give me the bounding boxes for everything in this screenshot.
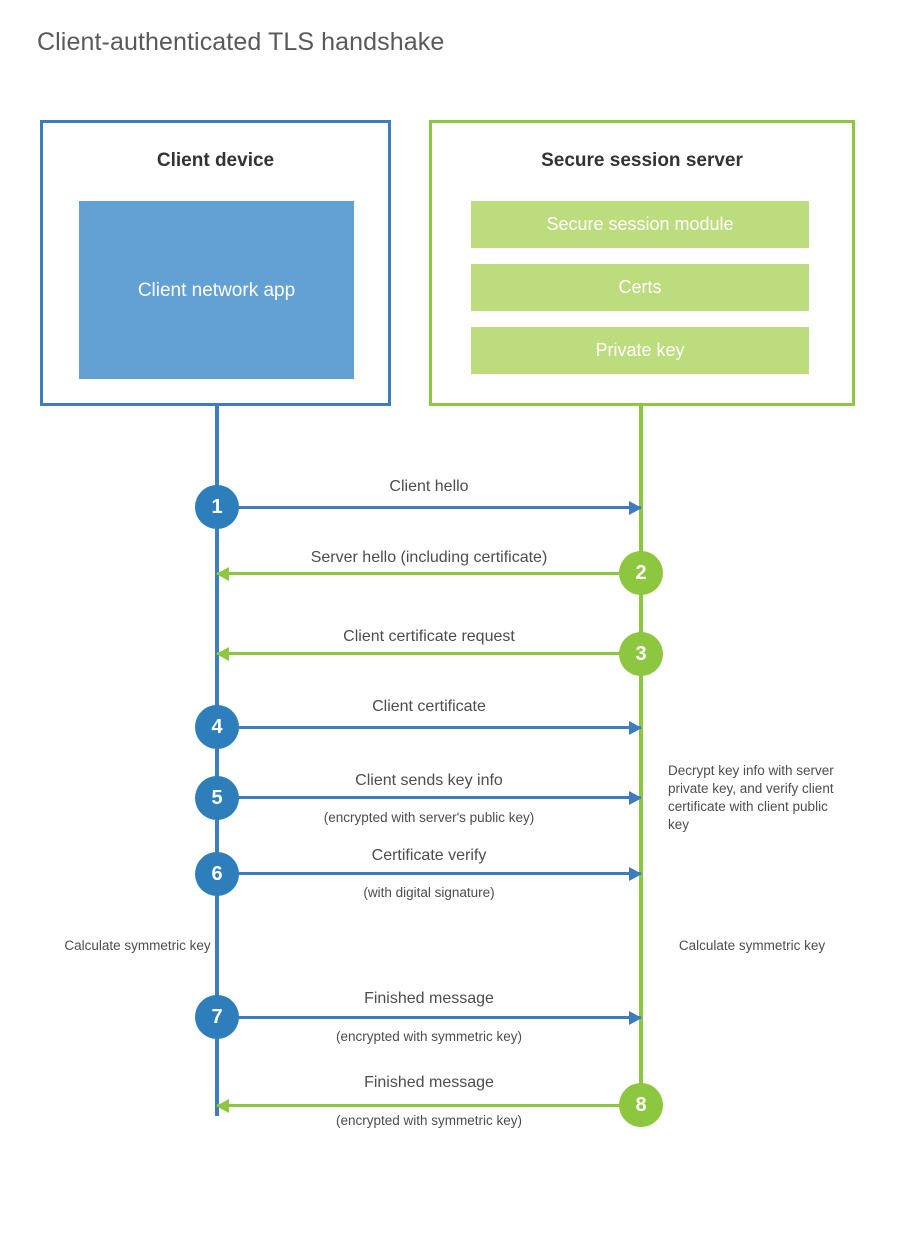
server-calculate-symmetric-key-note: Calculate symmetric key bbox=[678, 938, 826, 953]
server-component-certs: Certs bbox=[471, 264, 809, 311]
server-component-private-key: Private key bbox=[471, 327, 809, 374]
step-7-label: Finished message bbox=[364, 990, 494, 1007]
step-5-arrow bbox=[217, 790, 642, 805]
step-3-label: Client certificate request bbox=[343, 628, 515, 645]
step-1-circle: 1 bbox=[195, 485, 239, 529]
step-2-label: Server hello (including certificate) bbox=[310, 549, 548, 566]
step-6-circle: 6 bbox=[195, 852, 239, 896]
server-lifeline bbox=[639, 404, 643, 1106]
server-component-secure-session-module: Secure session module bbox=[471, 201, 809, 248]
step-7-circle: 7 bbox=[195, 995, 239, 1039]
step-5-label: Client sends key info bbox=[355, 772, 503, 789]
step-2-arrow bbox=[216, 566, 641, 581]
page-title: Client-authenticated TLS handshake bbox=[37, 28, 445, 56]
step-2-circle: 2 bbox=[619, 551, 663, 595]
client-device-title: Client device bbox=[156, 150, 275, 171]
secure-session-server-box: Secure session server Secure session mod… bbox=[429, 120, 855, 406]
client-device-box: Client device Client network app bbox=[40, 120, 391, 406]
step-8-circle: 8 bbox=[619, 1083, 663, 1127]
step-6-sublabel: (with digital signature) bbox=[363, 885, 495, 900]
client-calculate-symmetric-key-note: Calculate symmetric key bbox=[64, 938, 211, 953]
step-8-label: Finished message bbox=[364, 1074, 494, 1091]
step-4-label: Client certificate bbox=[372, 698, 486, 715]
step-6-label: Certificate verify bbox=[371, 847, 487, 864]
step-4-circle: 4 bbox=[195, 705, 239, 749]
step-1-label: Client hello bbox=[389, 478, 469, 495]
step-3-arrow bbox=[216, 646, 641, 661]
client-network-app-block: Client network app bbox=[79, 201, 354, 379]
client-lifeline bbox=[215, 404, 219, 1116]
step-8-sublabel: (encrypted with symmetric key) bbox=[335, 1113, 523, 1128]
step-4-arrow bbox=[217, 720, 642, 735]
step-6-arrow bbox=[217, 866, 642, 881]
step-7-arrow bbox=[217, 1010, 642, 1025]
step-7-sublabel: (encrypted with symmetric key) bbox=[335, 1029, 523, 1044]
step-1-arrow bbox=[217, 500, 642, 515]
step-5-sublabel: (encrypted with server's public key) bbox=[323, 810, 535, 825]
server-decrypt-key-info-note: Decrypt key info with server private key… bbox=[668, 763, 834, 832]
step-3-circle: 3 bbox=[619, 632, 663, 676]
step-5-circle: 5 bbox=[195, 776, 239, 820]
secure-session-server-title: Secure session server bbox=[541, 150, 743, 171]
step-8-arrow bbox=[216, 1098, 641, 1113]
